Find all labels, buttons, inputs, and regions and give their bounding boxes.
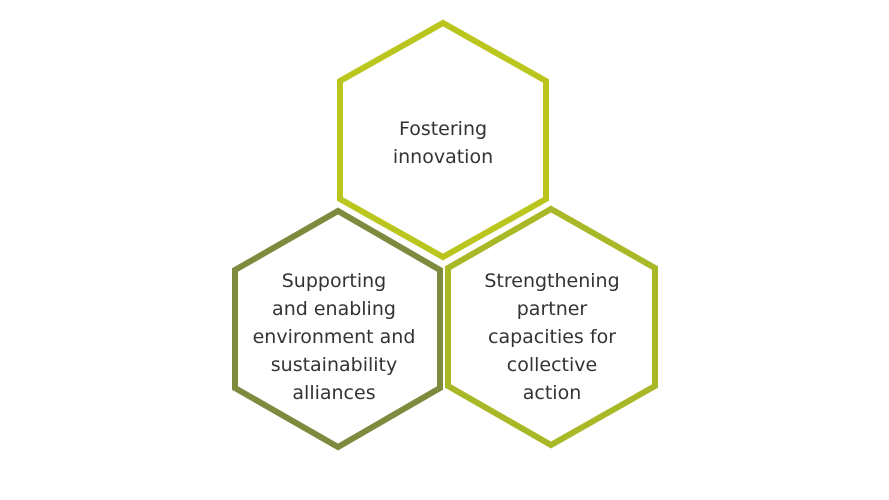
label-line: capacities for xyxy=(488,326,616,348)
label-line: Supporting xyxy=(281,270,387,292)
hexagon-left-label: Supporting and enabling environment and … xyxy=(234,262,434,412)
label-line: alliances xyxy=(292,382,376,404)
label-line: Fostering xyxy=(398,118,488,140)
label-line: and enabling xyxy=(272,298,396,320)
label-line: partner xyxy=(516,298,588,320)
label-line: innovation xyxy=(392,146,494,168)
hexagon-top xyxy=(337,19,549,261)
hexagon-left xyxy=(232,207,443,451)
label-line: Strengthening xyxy=(484,270,620,292)
label-line: environment and xyxy=(252,326,416,348)
hexagon-top-label: Fostering innovation xyxy=(343,110,543,176)
label-line: sustainability xyxy=(270,354,398,376)
label-line: action xyxy=(522,382,582,404)
hexagon-right xyxy=(445,205,658,449)
hexagon-right-label: Strengthening partner capacities for col… xyxy=(452,262,652,412)
label-line: collective xyxy=(506,354,598,376)
